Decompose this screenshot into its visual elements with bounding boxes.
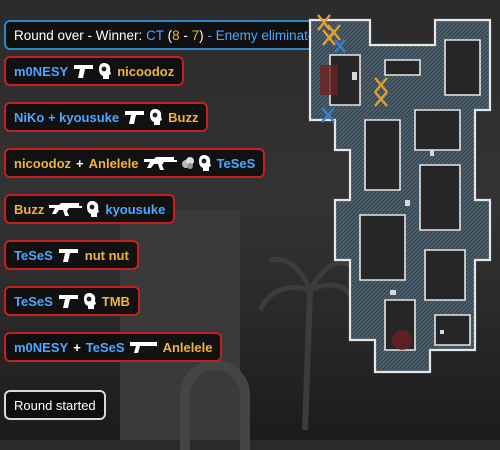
- rifle-icon: [49, 201, 83, 217]
- assister-name: Anlelele: [88, 155, 139, 171]
- score-dash: -: [179, 27, 192, 43]
- attacker-name: m0NESY: [14, 339, 69, 355]
- victim-name: Anlelele: [162, 339, 213, 355]
- victim-name: TeSeS: [216, 155, 256, 171]
- kill-icons: [124, 108, 163, 126]
- kill-entry: m0NESY+TeSeS Anlelele: [4, 332, 223, 362]
- kill-entry: Buzz kyousuke: [4, 194, 176, 224]
- score-open: (: [163, 27, 173, 43]
- kill-icons: [143, 154, 212, 172]
- pistol-icon: [58, 293, 80, 309]
- round-over-prefix: Round over - Winner:: [14, 27, 147, 43]
- dead-t-marker: [317, 14, 331, 31]
- dead-player-markers: [317, 14, 388, 123]
- dead-t-marker: [327, 24, 341, 41]
- kill-icons: [129, 339, 158, 355]
- smg-icon: [129, 339, 158, 355]
- winner-team: CT: [146, 27, 164, 43]
- score-close: ): [199, 27, 204, 43]
- attacker-name: m0NESY: [14, 63, 69, 79]
- kill-icons: [49, 200, 100, 218]
- attacker-name: nicoodoz: [14, 155, 72, 171]
- round-started-label: Round started: [14, 397, 96, 413]
- headshot-icon: [149, 108, 163, 126]
- kill-entry: TeSeS nut nut: [4, 240, 139, 270]
- score-t: 7: [191, 27, 200, 43]
- assist-plus: +: [73, 339, 81, 355]
- headshot-icon: [86, 200, 100, 218]
- smoke-icon: [181, 155, 195, 171]
- assister-name: TeSeS: [85, 339, 125, 355]
- kill-entry: TeSeS TMB: [4, 286, 140, 316]
- radar-minimap: [308, 14, 492, 374]
- victim-name: TMB: [101, 293, 130, 309]
- rifle-icon: [143, 155, 178, 171]
- palm-tree-icon: [257, 256, 355, 430]
- victim-name: nut nut: [84, 247, 129, 263]
- kill-icons: [73, 62, 112, 80]
- headshot-icon: [198, 154, 212, 172]
- headshot-icon: [98, 62, 112, 80]
- attacker-name: TeSeS: [14, 247, 53, 263]
- scene-arch: [180, 360, 250, 450]
- attacker-name: Buzz: [14, 201, 45, 217]
- pistol-icon: [73, 63, 95, 79]
- dead-ct-marker: [334, 39, 346, 53]
- dead-ct-marker: [321, 107, 335, 123]
- victim-name: kyousuke: [105, 201, 166, 217]
- victim-name: nicoodoz: [117, 63, 175, 79]
- round-over-reason: - Enemy eliminated: [203, 27, 323, 43]
- attacker-name: NiKo + kyousuke: [14, 109, 120, 125]
- dead-t-marker: [374, 91, 388, 107]
- assist-plus: +: [76, 155, 84, 171]
- bombsite-a-marker: [320, 65, 338, 95]
- bombsite-b-marker: [392, 330, 412, 350]
- score-ct: 8: [172, 27, 180, 43]
- kill-entry: NiKo + kyousuke Buzz: [4, 102, 209, 132]
- kill-icons: [58, 292, 97, 310]
- pistol-icon: [124, 109, 146, 125]
- headshot-icon: [83, 292, 97, 310]
- map-objects: [352, 72, 444, 334]
- kill-entry: nicoodoz+Anlelele TeSeS: [4, 148, 266, 178]
- kill-icons: [58, 247, 80, 263]
- round-over-notice: Round over - Winner: CT (8 - 7) - Enemy …: [4, 20, 333, 50]
- victim-name: Buzz: [168, 109, 199, 125]
- kill-entry: m0NESY nicoodoz: [4, 56, 185, 86]
- dead-t-marker: [374, 77, 388, 93]
- round-started-notice: Round started: [4, 390, 106, 420]
- attacker-name: TeSeS: [14, 293, 53, 309]
- pistol-icon: [58, 247, 80, 263]
